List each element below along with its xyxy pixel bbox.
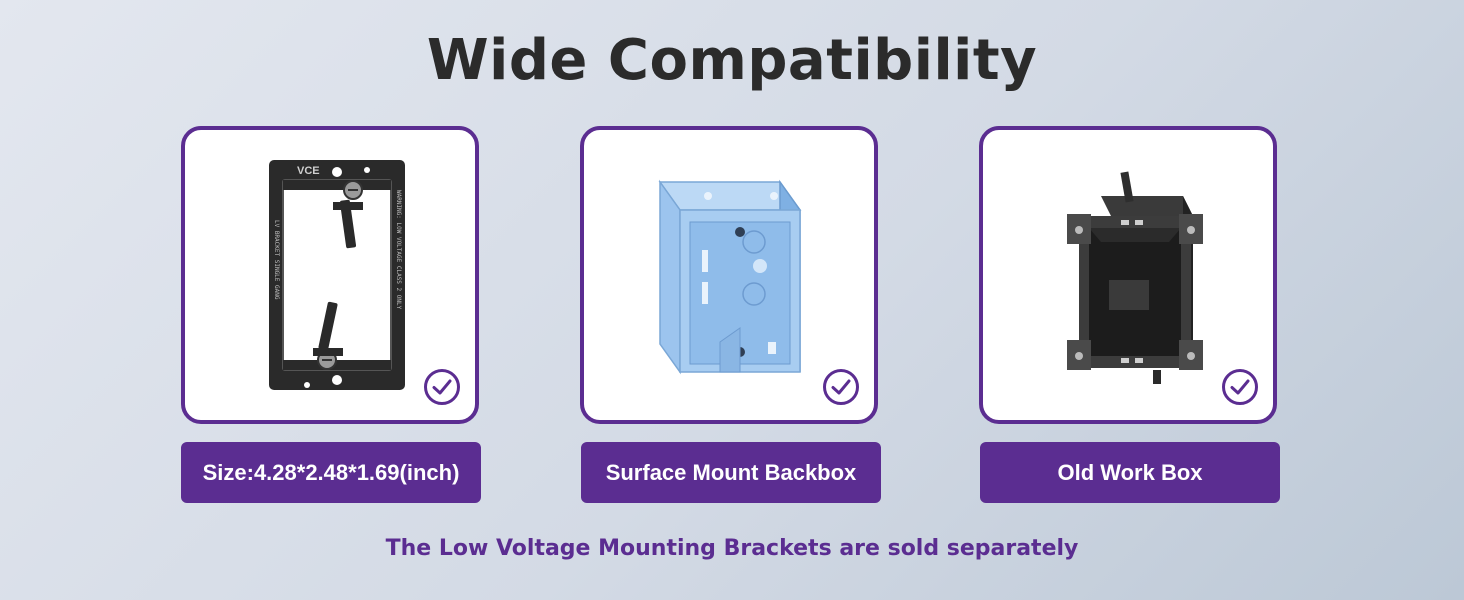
page-title: Wide Compatibility <box>426 28 1038 93</box>
old-work-box-image <box>1067 171 1203 384</box>
bracket-logo: VCE <box>297 165 320 177</box>
product-card-backbox <box>580 126 878 424</box>
check-circle-icon <box>424 369 460 405</box>
bracket-side-text-left: LV BRACKET SINGLE GANG <box>273 220 280 300</box>
product-card-bracket: VCE LV BRACKET SINGLE GANG WARNING: LOW … <box>181 126 479 424</box>
check-circle-icon <box>823 369 859 405</box>
product-label-surface-mount-backbox: Surface Mount Backbox <box>581 442 881 503</box>
product-label-size: Size:4.28*2.48*1.69(inch) <box>181 442 481 503</box>
product-card-old-work-box <box>979 126 1277 424</box>
surface-mount-backbox-image <box>658 179 802 375</box>
bracket-side-text-right: WARNING: LOW VOLTAGE CLASS 2 ONLY <box>395 190 402 310</box>
footnote: The Low Voltage Mounting Brackets are so… <box>385 536 1079 561</box>
product-label-old-work-box: Old Work Box <box>980 442 1280 503</box>
check-circle-icon <box>1222 369 1258 405</box>
mounting-bracket-image: VCE LV BRACKET SINGLE GANG WARNING: LOW … <box>269 160 405 390</box>
